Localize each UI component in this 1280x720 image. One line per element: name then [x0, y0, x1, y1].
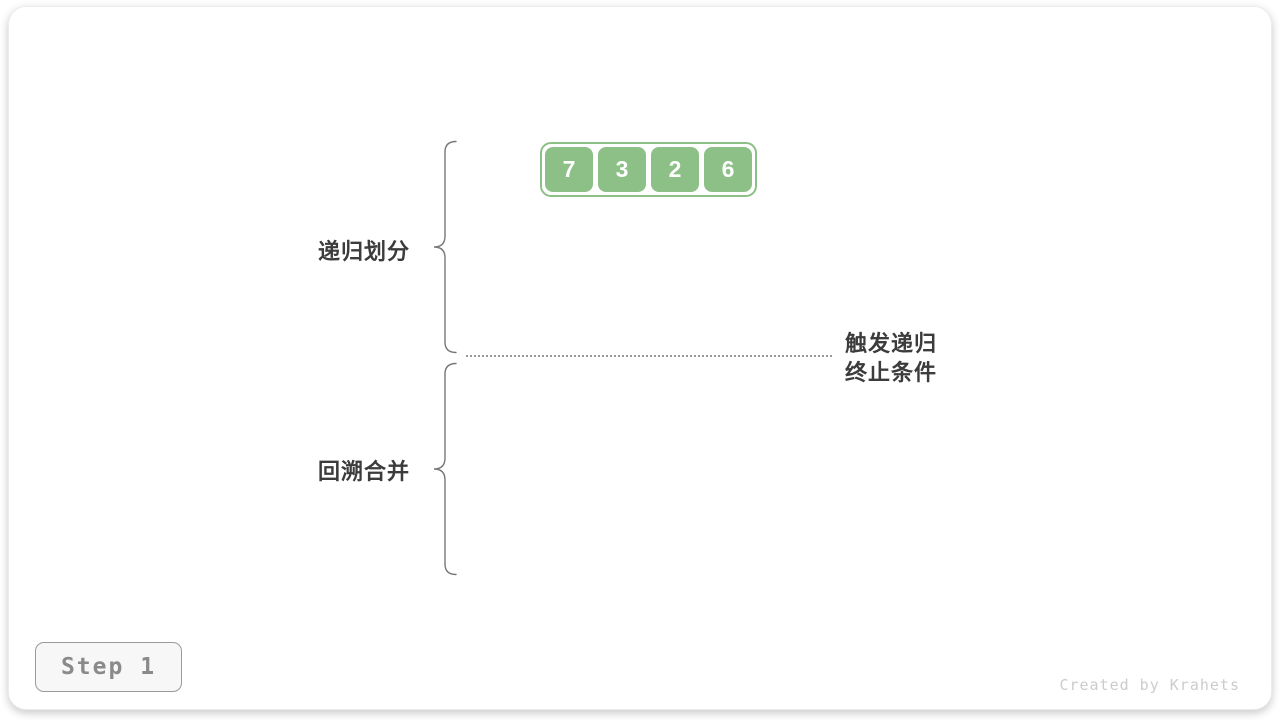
step-badge: Step 1	[35, 642, 182, 692]
divide-phase-brace-icon	[429, 140, 459, 354]
array-container: 7 3 2 6	[540, 142, 757, 197]
array-cell: 2	[651, 147, 699, 192]
array-cell: 3	[598, 147, 646, 192]
termination-dotted-line	[466, 355, 832, 357]
termination-label: 触发递归 终止条件	[845, 329, 937, 387]
divide-phase-label: 递归划分	[317, 239, 410, 264]
merge-phase-label: 回溯合并	[317, 459, 410, 484]
diagram-card	[8, 6, 1272, 710]
array-cell: 6	[704, 147, 752, 192]
watermark-credit: Created by Krahets	[1059, 676, 1240, 694]
array-cell: 7	[545, 147, 593, 192]
termination-label-line1: 触发递归	[845, 331, 938, 356]
merge-phase-brace-icon	[429, 362, 459, 576]
termination-label-line2: 终止条件	[845, 360, 938, 385]
